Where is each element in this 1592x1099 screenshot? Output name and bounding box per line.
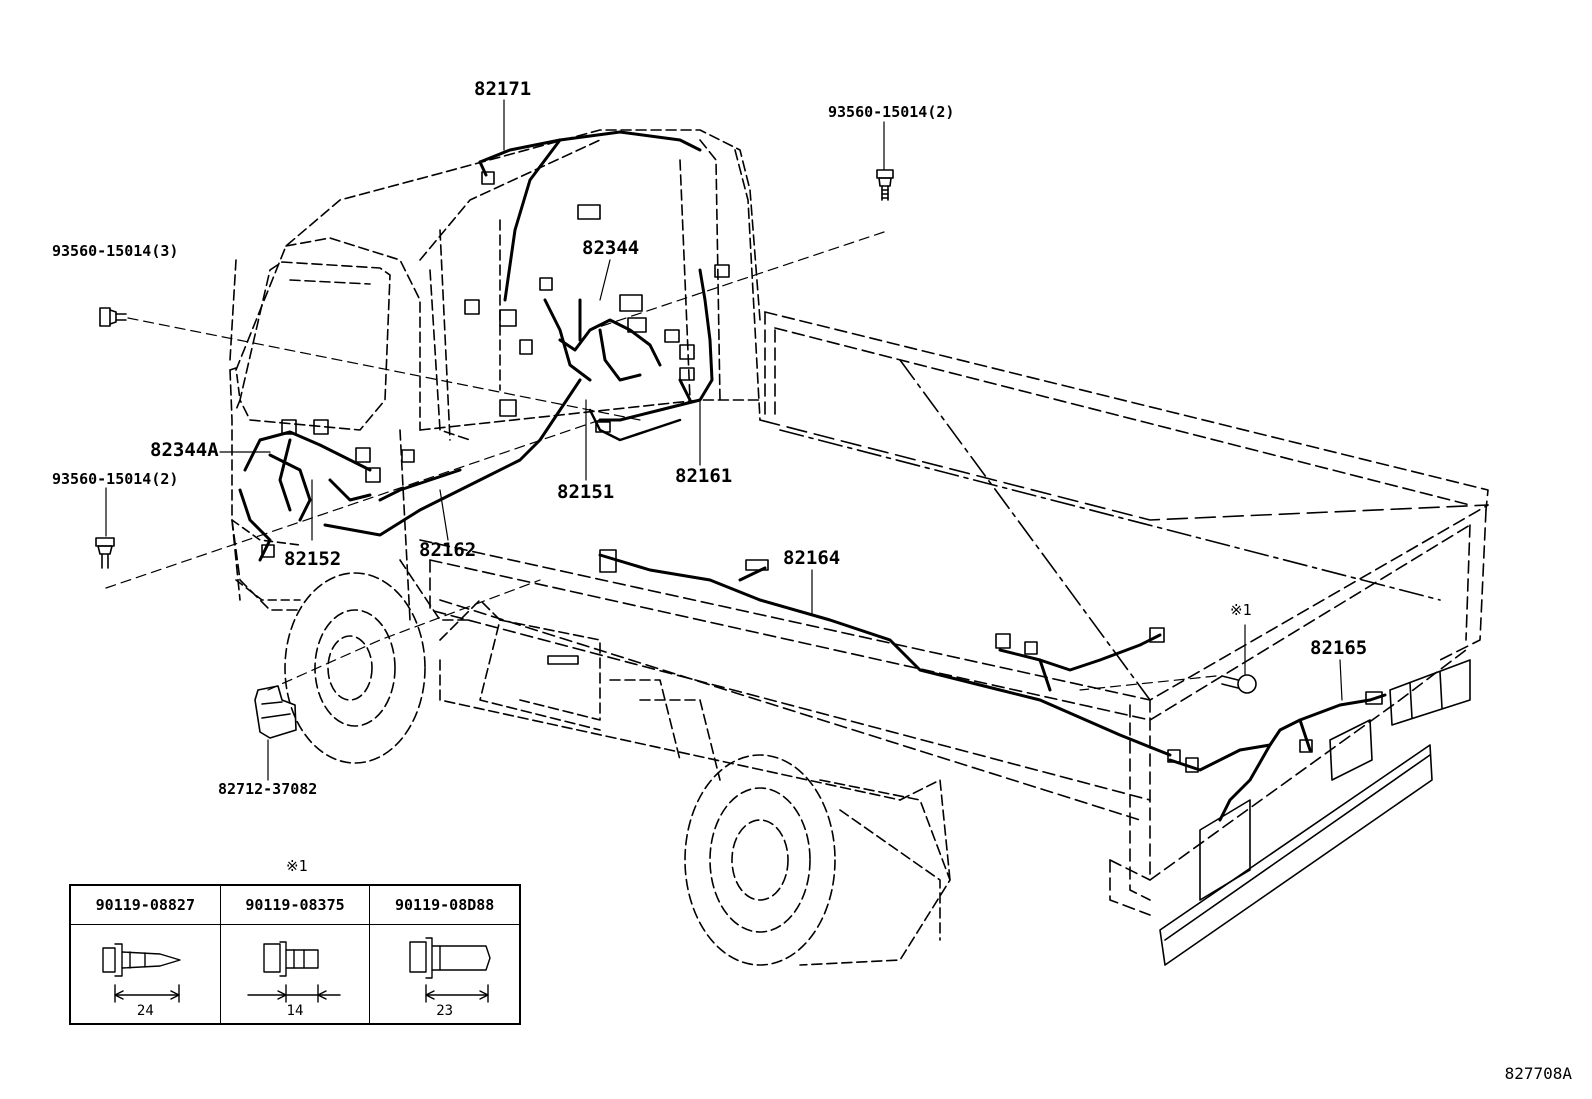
label-93560-15014-3: 93560-15014(3) <box>52 242 179 260</box>
leader-lines-solid <box>105 99 1343 781</box>
label-82712-37082: 82712-37082 <box>218 780 318 798</box>
bolt-note1 <box>1221 674 1257 694</box>
bolt-part-3: 90119-08D88 <box>369 884 521 925</box>
cargo-bed <box>419 311 1489 916</box>
harness-82151 <box>588 408 682 442</box>
rear-lamps <box>1199 659 1471 901</box>
harness-82161 <box>598 268 714 422</box>
label-82165: 82165 <box>1310 637 1368 659</box>
bracket-82712 <box>254 685 297 739</box>
bolt-dim-3: 23 <box>436 1003 454 1019</box>
harness-82344A <box>238 430 372 562</box>
note-mark-1: ※1 <box>1230 601 1252 619</box>
label-82171: 82171 <box>474 78 532 100</box>
bolt-table-caption: ※1 <box>286 857 308 875</box>
bolt-cell-3: 23 <box>369 924 521 1025</box>
front-bumper <box>229 367 301 601</box>
harness-82162 <box>323 378 582 537</box>
label-82152: 82152 <box>284 548 342 570</box>
bolt-cell-1: 24 <box>69 924 221 1025</box>
label-82161: 82161 <box>675 465 733 487</box>
rear-bumper <box>1159 744 1433 966</box>
label-93560-15014-2-left: 93560-15014(2) <box>52 470 179 488</box>
windshield <box>239 261 391 431</box>
bolt-dim-1: 24 <box>136 1003 154 1019</box>
bolt-right-93560 <box>876 169 894 201</box>
connectors <box>261 171 1383 773</box>
bolt-left-93560-3 <box>99 307 127 327</box>
chassis <box>439 599 951 941</box>
rear-wheel <box>684 754 951 966</box>
leader-lines <box>105 231 1217 691</box>
front-wheel <box>284 572 426 764</box>
figure-reference: 827708A <box>1504 1064 1572 1083</box>
harness-82171 <box>478 130 702 302</box>
cab-outline <box>229 129 761 621</box>
bolt-left-93560-2 <box>95 537 115 569</box>
bolt-table: 90119-08827 90119-08375 90119-08D88 24 1… <box>69 884 521 1025</box>
bed-centerlines <box>779 359 1441 701</box>
label-82151: 82151 <box>557 481 615 503</box>
harness-82164 <box>598 553 1172 757</box>
bolt-part-2: 90119-08375 <box>219 884 371 925</box>
label-93560-15014-2-right: 93560-15014(2) <box>828 103 955 121</box>
label-82344: 82344 <box>582 237 640 259</box>
label-82344A: 82344A <box>150 439 219 461</box>
harness-82344 <box>543 298 662 382</box>
label-82162: 82162 <box>419 539 477 561</box>
bolt-dim-2: 14 <box>286 1003 304 1019</box>
bolt-part-1: 90119-08827 <box>69 884 221 925</box>
bolt-cell-2: 14 <box>219 924 371 1025</box>
label-82164: 82164 <box>783 547 841 569</box>
harness-82165 <box>1168 693 1387 822</box>
